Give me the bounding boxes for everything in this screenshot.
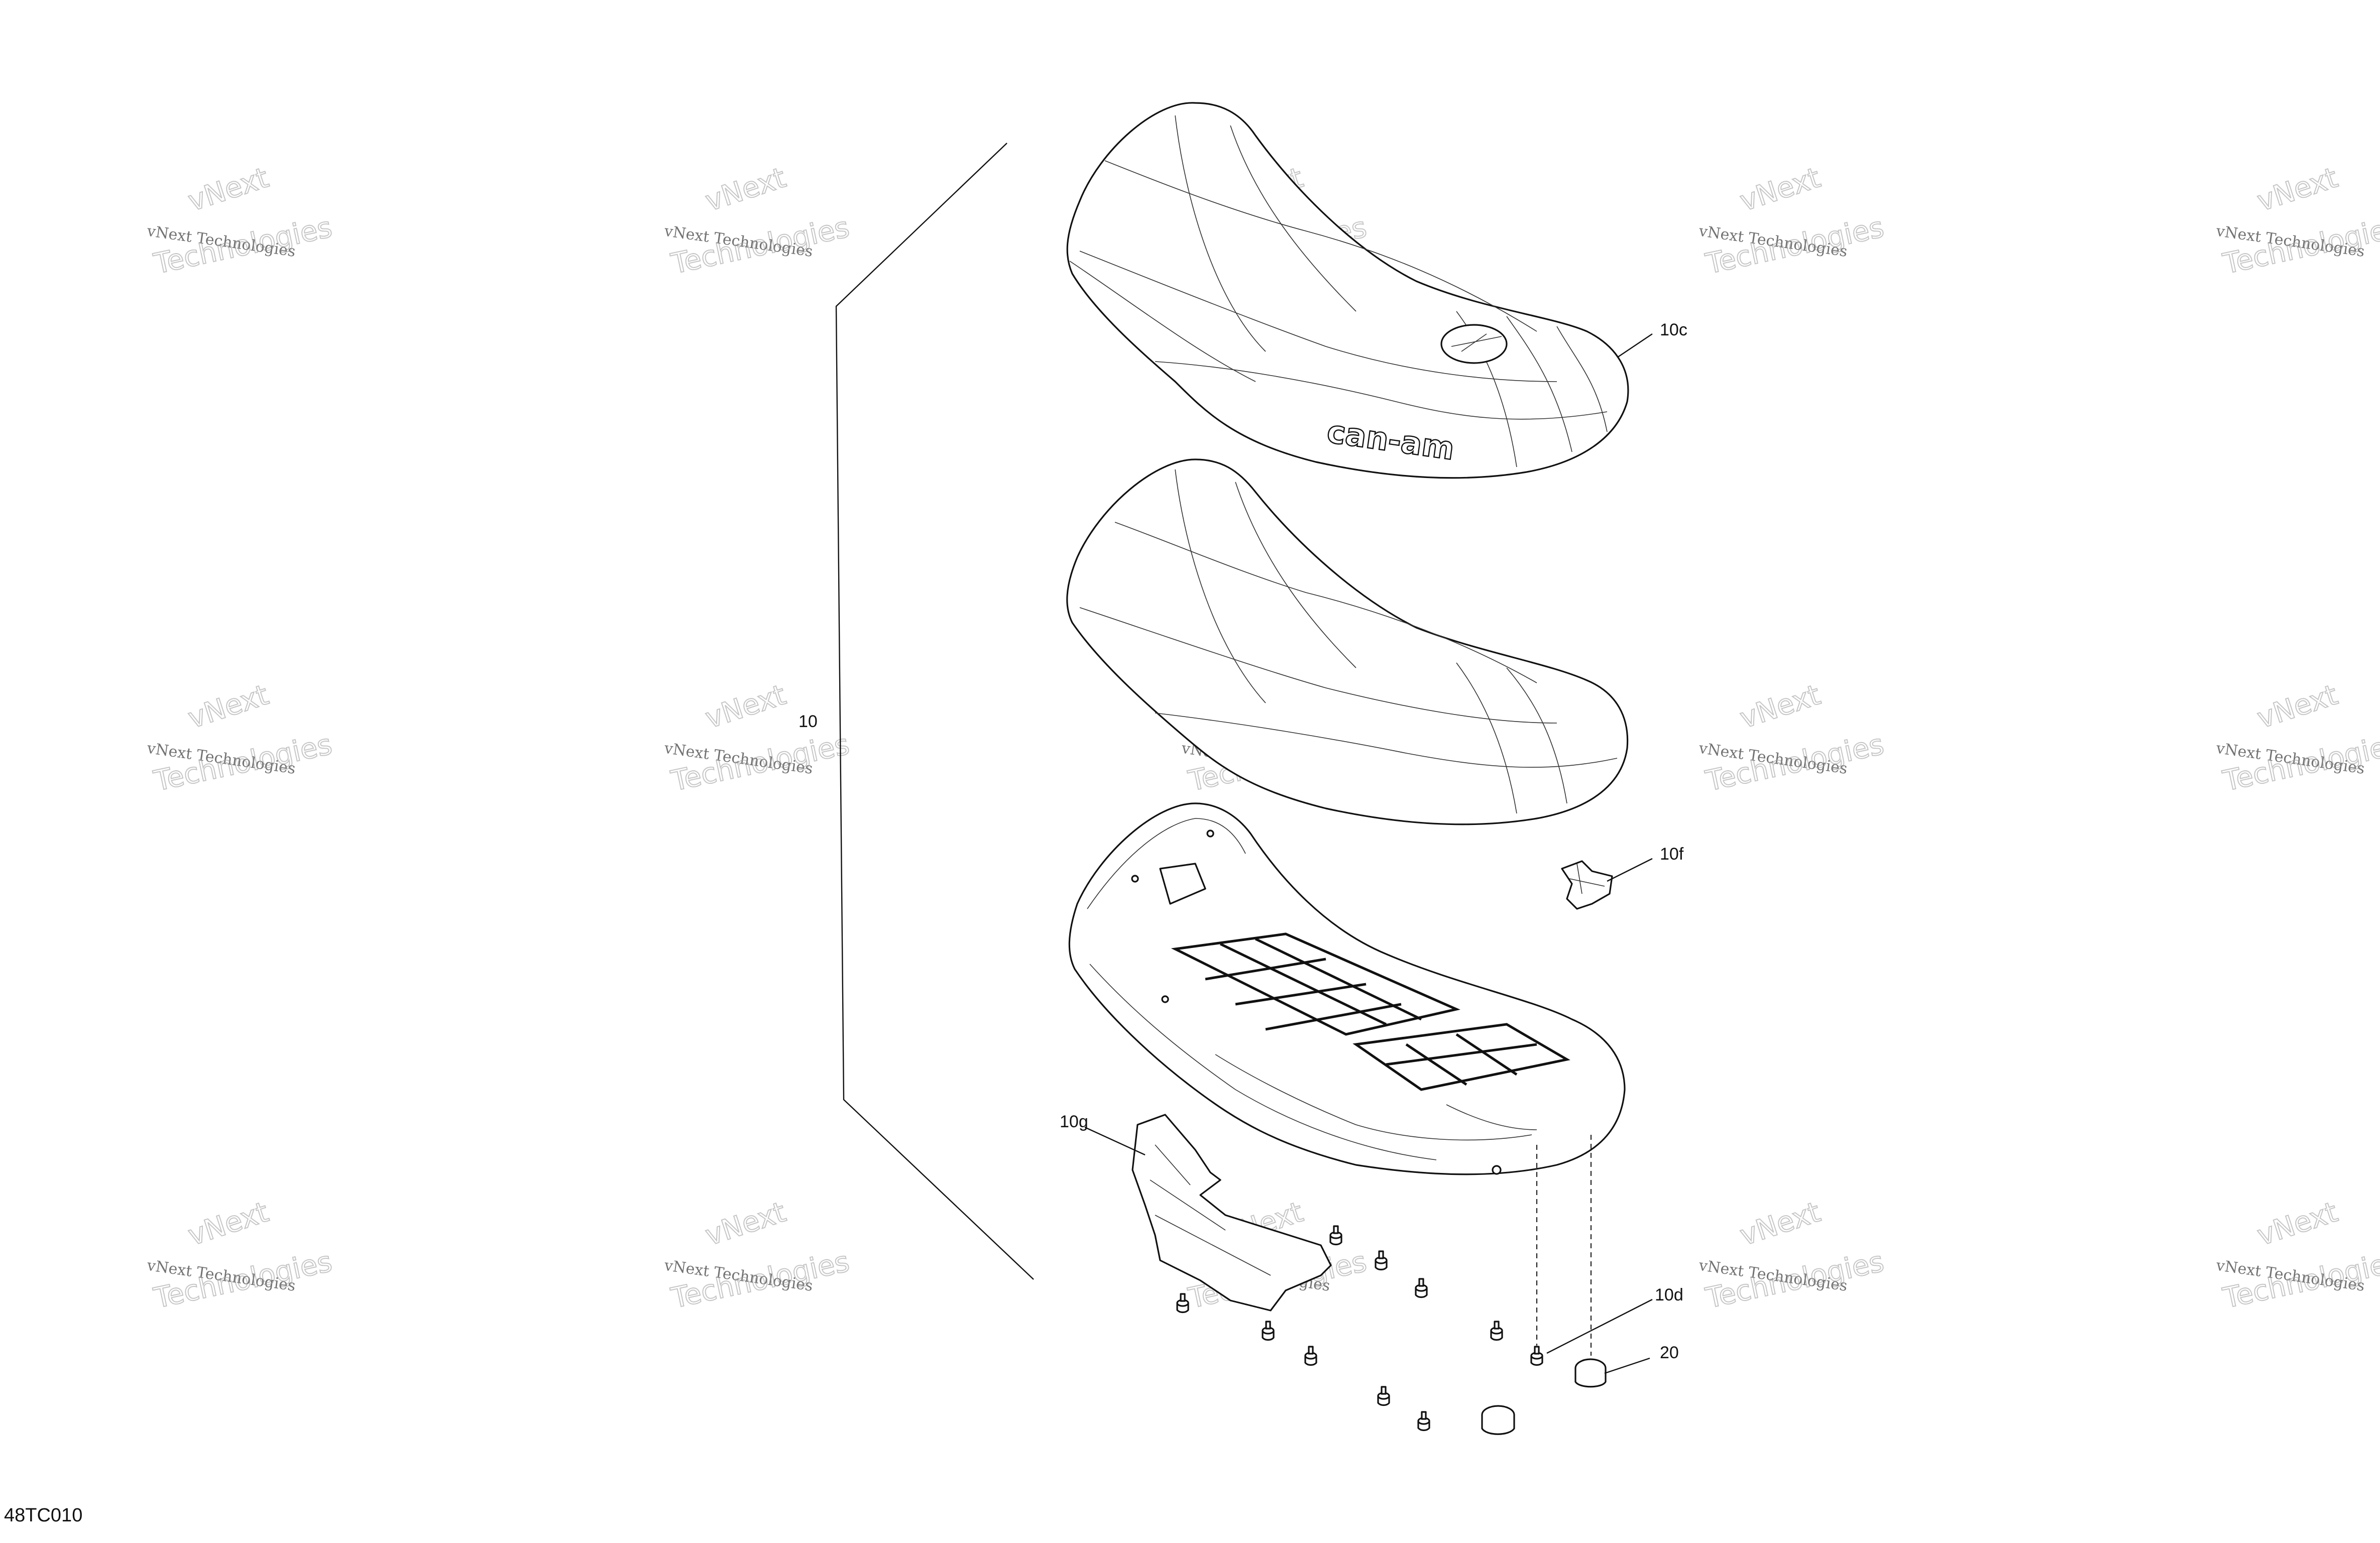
heat-shield (1131, 1114, 1332, 1312)
svg-text:Technologies: Technologies (2220, 728, 2380, 798)
svg-text:vNext: vNext (2253, 162, 2342, 218)
svg-text:Technologies: Technologies (1703, 1245, 1887, 1315)
svg-text:vNext: vNext (1736, 1196, 1825, 1252)
svg-text:vNext: vNext (702, 1196, 790, 1252)
fastener-nut (1304, 1346, 1317, 1366)
fastener-nut (1375, 1250, 1388, 1271)
seat-base (1068, 802, 1626, 1175)
svg-text:vNext: vNext (702, 162, 790, 218)
fastener-nut (1417, 1411, 1430, 1432)
seat-foam (1066, 458, 1629, 825)
bumper-far (1481, 1405, 1515, 1435)
assembly-bracket (835, 143, 1034, 1280)
svg-text:vNext: vNext (1736, 162, 1825, 218)
svg-text:vNext: vNext (184, 679, 273, 735)
fastener-nut (1530, 1346, 1543, 1366)
fastener-nuts (1176, 1225, 1543, 1432)
callout-10d: 10d (1655, 1285, 1683, 1304)
svg-text:vNext: vNext (184, 1196, 273, 1252)
clip-part (1561, 860, 1613, 910)
fastener-nut (1415, 1278, 1428, 1298)
svg-text:vNext: vNext (1736, 679, 1825, 735)
svg-text:Technologies: Technologies (668, 728, 852, 798)
fastener-nut (1176, 1293, 1189, 1314)
svg-text:vNext: vNext (2253, 679, 2342, 735)
figure-id: 48TC010 (4, 1505, 82, 1526)
svg-text:Technologies: Technologies (1703, 728, 1887, 798)
callout-10: 10 (799, 712, 818, 731)
svg-text:Technologies: Technologies (668, 211, 852, 281)
leader-lines (1084, 333, 1653, 1374)
svg-text:Technologies: Technologies (151, 728, 335, 798)
svg-text:vNext: vNext (2253, 1196, 2342, 1252)
svg-text:Technologies: Technologies (668, 1245, 852, 1315)
svg-text:Technologies: Technologies (1703, 211, 1887, 281)
callout-labels: 10 10c 10f 10g 10d 20 (799, 320, 1687, 1362)
svg-text:Technologies: Technologies (151, 1245, 335, 1315)
svg-text:Technologies: Technologies (2220, 1245, 2380, 1315)
svg-text:vNext: vNext (702, 679, 790, 735)
fastener-nut (1490, 1321, 1503, 1341)
alignment-lines (1536, 1135, 1592, 1356)
callout-20: 20 (1660, 1343, 1679, 1362)
callout-10c: 10c (1660, 320, 1687, 339)
fastener-nut (1262, 1321, 1275, 1341)
svg-text:Technologies: Technologies (151, 211, 335, 281)
svg-text:vNext: vNext (184, 162, 273, 218)
seat-cover: can-am (1066, 102, 1629, 479)
fastener-nut (1329, 1225, 1342, 1246)
bumper-near (1574, 1358, 1607, 1388)
callout-10f: 10f (1660, 845, 1684, 864)
bumper-parts (1481, 1358, 1607, 1435)
fastener-nut (1377, 1386, 1390, 1406)
base-frame-grid (1171, 932, 1570, 1141)
callout-10g: 10g (1060, 1112, 1088, 1131)
svg-text:Technologies: Technologies (2220, 211, 2380, 281)
